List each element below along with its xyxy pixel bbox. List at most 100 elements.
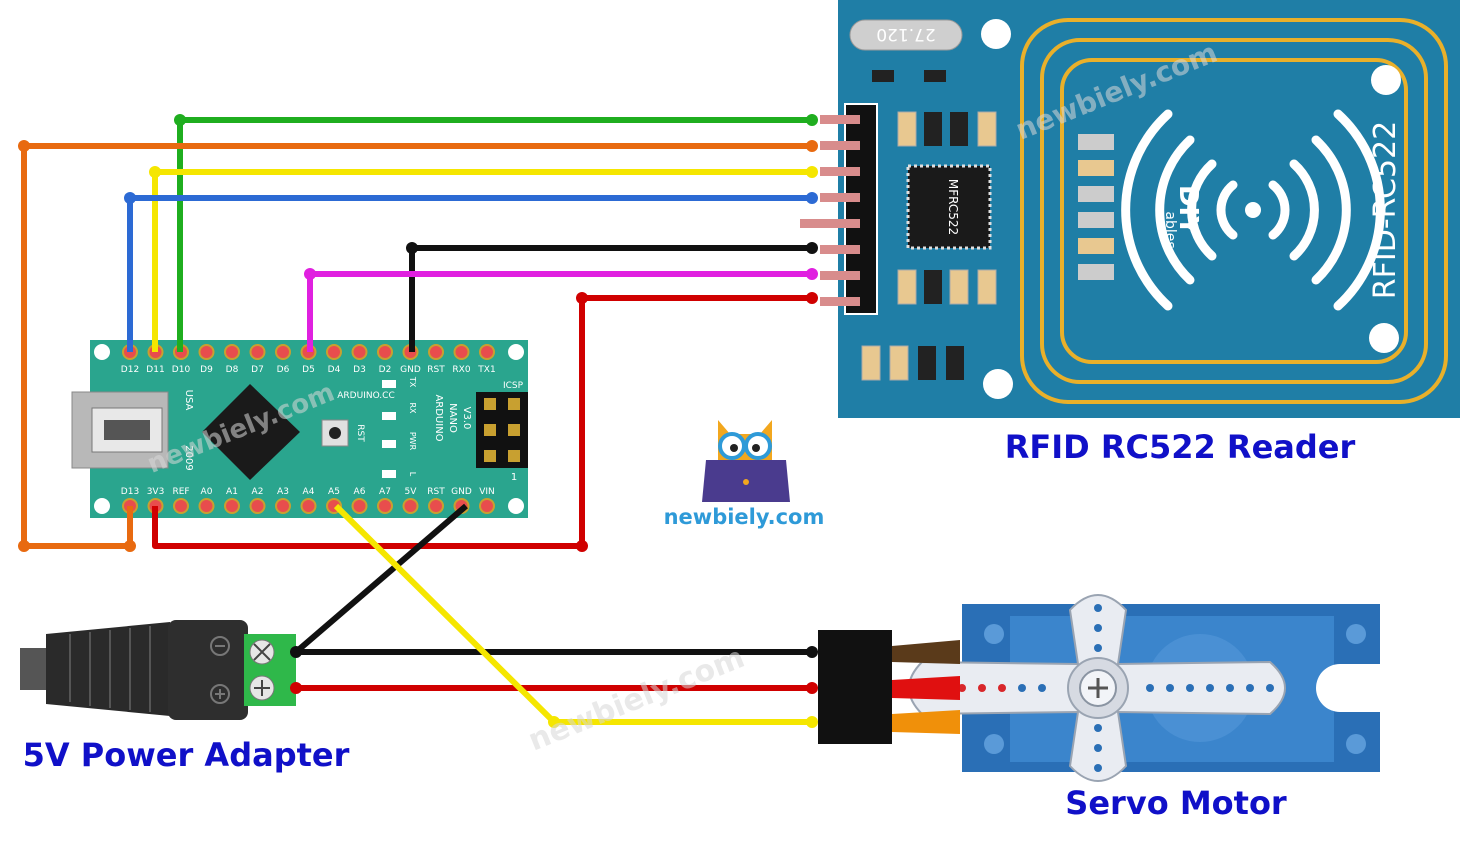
pin-label: D4 (328, 365, 341, 375)
minus-icon (210, 636, 230, 656)
rfid-rc522-module: 27.120 MFRC522 DIY abl (800, 0, 1460, 418)
pin-label: A6 (354, 487, 366, 497)
pin-label: RST (427, 365, 445, 375)
icsp-header (476, 392, 528, 468)
pin-label: D7 (251, 365, 264, 375)
pin-label: RST (427, 487, 445, 497)
pin-top-d2 (377, 344, 393, 360)
horn-hole (1206, 684, 1214, 692)
servo-motor (818, 594, 1380, 782)
rst-silk-label: RST (355, 424, 365, 442)
servo-mount-slot (1316, 664, 1380, 712)
horn-hole (978, 684, 986, 692)
pin-bottom-vin (479, 498, 495, 514)
pin-bottom-a0 (198, 498, 215, 514)
horn-hole (1018, 684, 1026, 692)
pin-bottom-a7 (377, 498, 393, 514)
pin-label: D5 (302, 365, 315, 375)
chip-label: MFRC522 (946, 179, 960, 235)
mounting-hole (983, 369, 1013, 399)
wire-green (177, 117, 812, 352)
usa-label: USA (183, 390, 194, 411)
pin-top-d8 (224, 344, 240, 360)
horn-hole (1094, 744, 1102, 752)
horn-hole (1094, 624, 1102, 632)
horn-hole (1166, 684, 1174, 692)
horn-hole (1146, 684, 1154, 692)
plus-icon (210, 684, 230, 704)
pin-bottom-a1 (224, 498, 240, 514)
pin-bottom-a3 (275, 498, 291, 514)
pin-top-d4 (326, 344, 342, 360)
pin-top-rst (428, 344, 444, 360)
pin-label: 5V (405, 487, 418, 497)
wire-end-dots (18, 114, 818, 728)
pin-top-d9 (198, 344, 215, 360)
pin-top-tx1 (479, 344, 495, 360)
horn-hole (1186, 684, 1194, 692)
pin-label: TX1 (477, 365, 495, 375)
jack-barrel (46, 622, 170, 716)
pwr-led (382, 440, 396, 448)
pin-label: A0 (201, 487, 213, 497)
atmega-chip (202, 384, 300, 480)
servo-connector (818, 630, 892, 744)
pin-label: D3 (353, 365, 366, 375)
crystal-label: 27.120 (876, 24, 935, 44)
dc-power-jack (20, 620, 296, 720)
pin-label: A1 (226, 487, 238, 497)
pin-bottom-a4 (300, 498, 317, 514)
pin-label: RX0 (452, 365, 470, 375)
newbiely-logo: newbiely.com (664, 420, 825, 529)
rfid-header-pins (800, 115, 860, 306)
rfid-board-name: RFID-RC522 (1368, 121, 1403, 299)
year-label: 2009 (183, 445, 194, 470)
pin-bottom-rst (428, 498, 444, 514)
arduino-cc-label: ARDUINO.CC (337, 391, 394, 401)
pin-label: VIN (479, 487, 495, 497)
horn-hole (1094, 764, 1102, 772)
logo-text: newbiely.com (664, 505, 825, 529)
servo-label: Servo Motor (1065, 784, 1287, 822)
pin-label: A4 (303, 487, 315, 497)
pin-label: A7 (379, 487, 391, 497)
mounting-hole (981, 19, 1011, 49)
pin-label: 3V3 (147, 487, 165, 497)
pin-top-rx0 (453, 344, 470, 360)
icsp-pin1-label: 1 (511, 472, 517, 483)
rf-waves-icon (1121, 109, 1385, 311)
horn-hole (1266, 684, 1274, 692)
smd-components-top (861, 111, 1114, 381)
led-pwr-label: PWR (408, 432, 417, 451)
pin-bottom-5v (402, 498, 419, 514)
horn-hole (1246, 684, 1254, 692)
pin-label: D12 (121, 365, 139, 375)
l-led (382, 470, 396, 478)
pin-label: D13 (121, 487, 139, 497)
horn-hole (1226, 684, 1234, 692)
horn-hole (1038, 684, 1046, 692)
pin-bottom-a2 (249, 498, 266, 514)
mfrc522-chip (906, 164, 992, 250)
horn-hole (1094, 724, 1102, 732)
mounting-hole (1369, 323, 1399, 353)
rfid-label: RFID RC522 Reader (1005, 428, 1356, 466)
pin-label: A3 (277, 487, 289, 497)
pin-label: GND (451, 487, 472, 497)
pin-label: D11 (146, 365, 164, 375)
led-l-label: L (408, 472, 417, 477)
pin-label: GND (400, 365, 421, 375)
tx-led (382, 380, 396, 388)
pin-label: D9 (200, 365, 213, 375)
pin-label: D8 (226, 365, 239, 375)
pin-bottom-a6 (351, 498, 368, 514)
arduino-model-label-2: NANO (447, 403, 458, 433)
pin-label: REF (172, 487, 189, 497)
pin-label: A5 (328, 487, 340, 497)
jack-housing (168, 620, 248, 720)
power-adapter-label: 5V Power Adapter (23, 736, 350, 774)
rfid-antenna-trace (1020, 18, 1448, 404)
